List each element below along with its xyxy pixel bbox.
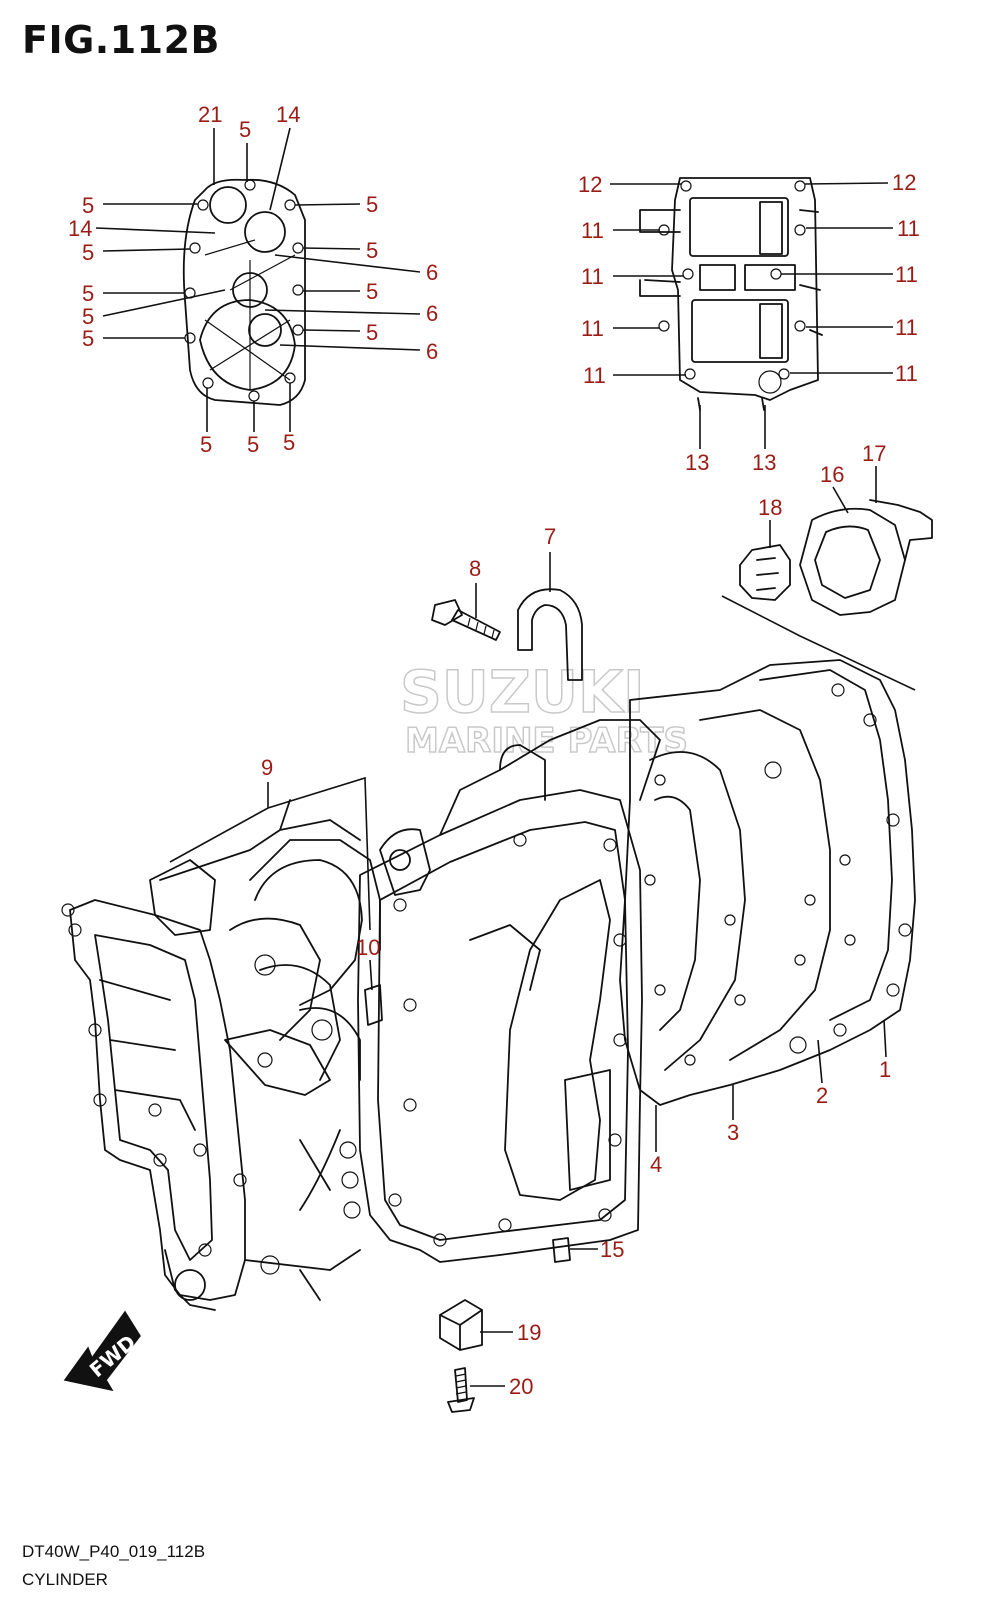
watermark: SUZUKI MARINE PARTS	[399, 657, 688, 762]
callout-12: 12	[892, 170, 916, 195]
cylinder-head-gasket	[639, 177, 823, 411]
callout-11: 11	[583, 363, 606, 388]
callout-5: 5	[239, 117, 251, 142]
callout-6: 6	[426, 339, 438, 364]
leaders-block	[169, 776, 887, 1387]
callout-8: 8	[469, 556, 481, 581]
callout-5: 5	[82, 304, 94, 329]
callout-19: 19	[517, 1320, 541, 1345]
callout-5: 5	[366, 279, 378, 304]
callout-1: 1	[879, 1057, 891, 1082]
diagram-code: DT40W_P40_019_112B	[22, 1542, 206, 1561]
callout-6: 6	[426, 301, 438, 326]
callout-5: 5	[366, 238, 378, 263]
callout-5: 5	[366, 192, 378, 217]
callout-6: 6	[426, 260, 438, 285]
callout-16: 16	[820, 462, 844, 487]
callout-17: 17	[862, 441, 886, 466]
callout-5: 5	[82, 326, 94, 351]
callout-20: 20	[509, 1374, 533, 1399]
callout-5: 5	[366, 320, 378, 345]
callout-15: 15	[600, 1237, 624, 1262]
small-parts	[439, 1237, 571, 1413]
callout-12: 12	[578, 172, 602, 197]
callout-5: 5	[200, 432, 212, 457]
callout-11: 11	[897, 216, 920, 241]
bolt-and-clamp	[431, 552, 583, 681]
callout-5: 5	[82, 281, 94, 306]
callout-5: 5	[82, 240, 94, 265]
leaders-cover	[95, 127, 421, 432]
callout-13: 13	[685, 450, 709, 475]
callout-21: 21	[198, 102, 222, 127]
leaders-gasket	[610, 182, 893, 449]
callout-14: 14	[276, 102, 300, 127]
figure-title: FIG.112B	[22, 18, 221, 62]
callout-5: 5	[82, 193, 94, 218]
diagram-name: CYLINDER	[22, 1570, 108, 1589]
watermark-subtitle: MARINE PARTS	[405, 721, 688, 761]
callout-14: 14	[68, 216, 92, 241]
callout-11: 11	[581, 264, 604, 289]
callout-9: 9	[261, 755, 273, 780]
callout-11: 11	[581, 218, 604, 243]
callout-11: 11	[895, 361, 918, 386]
callout-18: 18	[758, 495, 782, 520]
fwd-arrow-icon: FWD	[63, 1310, 141, 1392]
callout-3: 3	[727, 1120, 739, 1145]
callout-11: 11	[581, 316, 604, 341]
thermostat-assembly	[721, 466, 933, 691]
callout-5: 5	[247, 432, 259, 457]
callout-2: 2	[816, 1083, 828, 1108]
exhaust-cover-plate	[182, 178, 306, 406]
callout-4: 4	[650, 1152, 662, 1177]
callout-11: 11	[895, 262, 918, 287]
callout-10: 10	[356, 935, 380, 960]
callout-11: 11	[895, 315, 918, 340]
cylinder-block	[61, 659, 916, 1311]
callout-7: 7	[544, 524, 556, 549]
callout-labels: 21 5 14 5 5 14 5 5 6 5 5 5 6 5 5 6 5 5 5…	[68, 102, 920, 1399]
callout-13: 13	[752, 450, 776, 475]
callout-5: 5	[283, 430, 295, 455]
watermark-brand: SUZUKI	[400, 658, 645, 726]
